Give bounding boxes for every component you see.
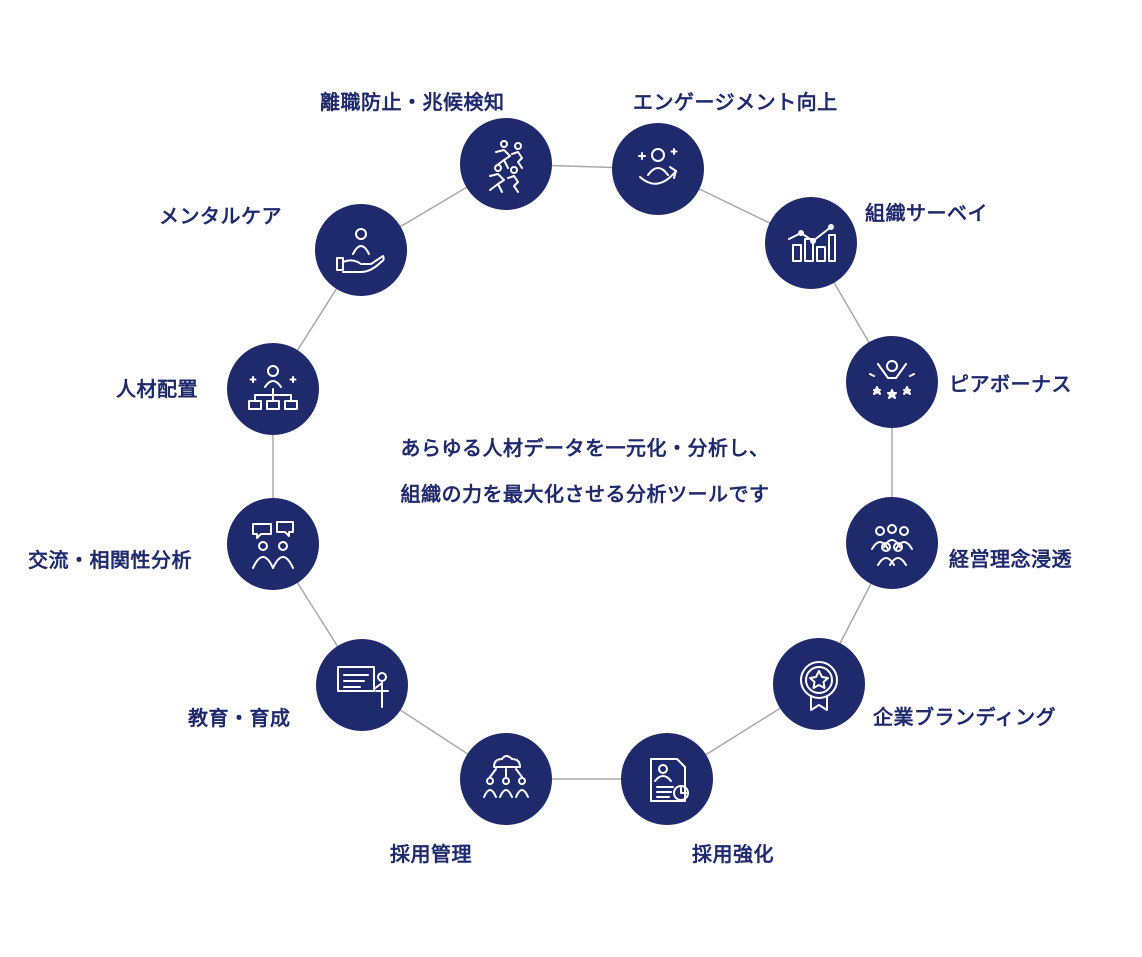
- label-recruit-strengthen: 採用強化: [692, 842, 774, 866]
- node-placement[interactable]: [227, 343, 319, 435]
- label-recruit-manage: 採用管理: [390, 842, 472, 866]
- resume-document-icon: [650, 758, 689, 802]
- node-turnover[interactable]: [460, 118, 552, 210]
- node-recruit-manage[interactable]: [460, 733, 552, 825]
- label-education: 教育・育成: [188, 706, 291, 730]
- team-group-icon: [871, 524, 913, 566]
- node-branding[interactable]: [773, 638, 865, 730]
- center-text-line-2: 組織の力を最大化させる分析ツールです: [400, 482, 770, 506]
- node-peer-bonus[interactable]: [846, 336, 938, 428]
- conversation-people-icon: [252, 521, 294, 569]
- running-people-icon: [489, 140, 523, 193]
- label-survey: 組織サーベイ: [865, 201, 988, 225]
- award-badge-icon: [800, 661, 838, 711]
- node-recruit-strengthen[interactable]: [621, 733, 713, 825]
- center-description: あらゆる人材データを一元化・分析し、 組織の力を最大化させる分析ツールです: [330, 425, 840, 517]
- label-correlation: 交流・相関性分析: [28, 548, 192, 572]
- hand-support-icon: [336, 228, 385, 273]
- label-philosophy: 経営理念浸透: [949, 547, 1072, 571]
- center-text-line-1: あらゆる人材データを一元化・分析し、: [400, 436, 770, 460]
- node-correlation[interactable]: [227, 498, 319, 590]
- node-engagement[interactable]: [612, 123, 704, 215]
- label-turnover: 離職防止・兆候検知: [320, 90, 505, 114]
- node-education[interactable]: [316, 639, 408, 731]
- label-peer-bonus: ピアボーナス: [949, 372, 1072, 396]
- label-mental-care: メンタルケア: [159, 204, 282, 228]
- cloud-people-icon: [483, 755, 529, 798]
- bar-chart-icon: [788, 224, 836, 262]
- org-chart-icon: [248, 365, 298, 410]
- node-mental-care[interactable]: [315, 204, 407, 296]
- label-placement: 人材配置: [116, 377, 198, 401]
- celebration-stars-icon: [869, 360, 915, 399]
- person-growth-arrow-icon: [638, 148, 678, 185]
- node-survey[interactable]: [765, 197, 857, 289]
- node-philosophy[interactable]: [846, 497, 938, 589]
- presentation-board-icon: [337, 666, 389, 708]
- label-branding: 企業ブランディング: [873, 705, 1057, 729]
- label-engagement: エンゲージメント向上: [633, 90, 838, 114]
